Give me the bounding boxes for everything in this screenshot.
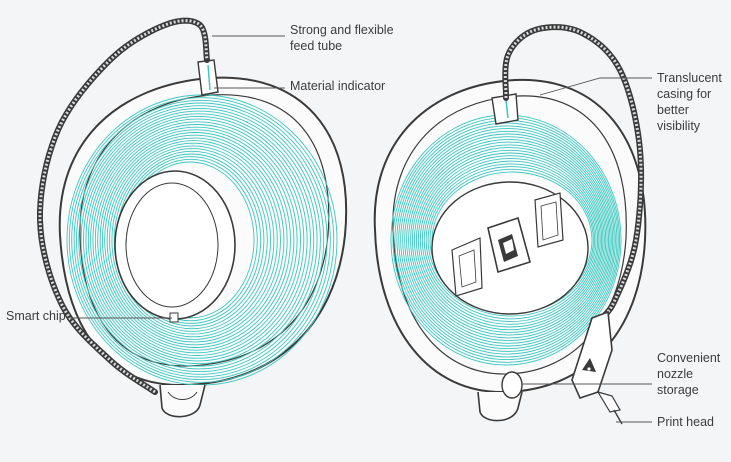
filament-winding — [71, 99, 331, 381]
filament-winding — [406, 136, 611, 344]
filament-winding — [113, 148, 272, 332]
filament-winding — [423, 160, 599, 320]
filament-winding — [396, 122, 618, 358]
right-feed-tube — [502, 24, 645, 323]
filament-winding — [94, 126, 298, 354]
filament-winding — [111, 145, 275, 335]
filament-winding — [97, 129, 295, 351]
filament-winding — [400, 128, 615, 352]
brand-logo-icon — [498, 234, 518, 262]
callout-nozzle-storage: Convenient nozzle storage — [657, 351, 721, 397]
leader-translucent-casing — [539, 77, 652, 96]
filament-winding — [417, 152, 603, 328]
filament-winding — [80, 110, 318, 370]
print-head-warning-icon — [582, 358, 596, 372]
filament-winding — [419, 155, 601, 325]
filament-winding — [104, 137, 285, 343]
leader-lines — [70, 35, 652, 423]
callout-material-indicator: Material indicator — [290, 79, 386, 93]
filament-winding — [411, 144, 607, 336]
right-cartridge-foot — [477, 391, 523, 422]
filament-winding — [410, 141, 608, 339]
filament-winding — [101, 134, 288, 346]
filament-winding — [73, 102, 328, 378]
filament-winding — [109, 142, 278, 338]
left-hub-inner — [125, 182, 219, 308]
filament-winding — [106, 140, 281, 340]
left-cartridge-foot — [159, 384, 206, 418]
right-cartridge-rim — [392, 95, 627, 375]
filament-winding — [415, 149, 604, 331]
print-head — [571, 310, 623, 425]
filament-winding — [92, 124, 301, 356]
filament-winding — [68, 97, 335, 383]
smart-chip — [169, 312, 179, 323]
filament-winding — [398, 125, 616, 355]
right-hub-window-right — [534, 192, 564, 248]
callout-translucent-casing: Translucent casing for better visibility — [657, 71, 722, 133]
nozzle-storage-socket — [501, 371, 523, 399]
filament-winding — [76, 105, 325, 375]
left-cartridge — [58, 59, 348, 418]
filament-winding — [85, 115, 311, 365]
filament-winding — [413, 147, 605, 333]
filament-winding — [78, 107, 321, 373]
filament-winding — [408, 138, 610, 342]
filament-winding — [425, 163, 597, 317]
filament-winding — [90, 121, 305, 359]
filament-winding — [83, 113, 315, 367]
callout-print-head: Print head — [657, 415, 714, 429]
left-feed-tube — [37, 17, 210, 395]
filament-winding — [402, 130, 614, 350]
callout-smart-chip: Smart chip — [6, 309, 66, 323]
right-cartridge — [373, 78, 647, 422]
callout-feed-tube: Strong and flexible feed tube — [290, 23, 394, 53]
filament-winding — [404, 133, 612, 347]
filament-winding — [421, 157, 600, 323]
brand-logo-tile — [487, 216, 531, 274]
filament-winding — [99, 132, 291, 348]
filament-winding — [87, 118, 308, 362]
